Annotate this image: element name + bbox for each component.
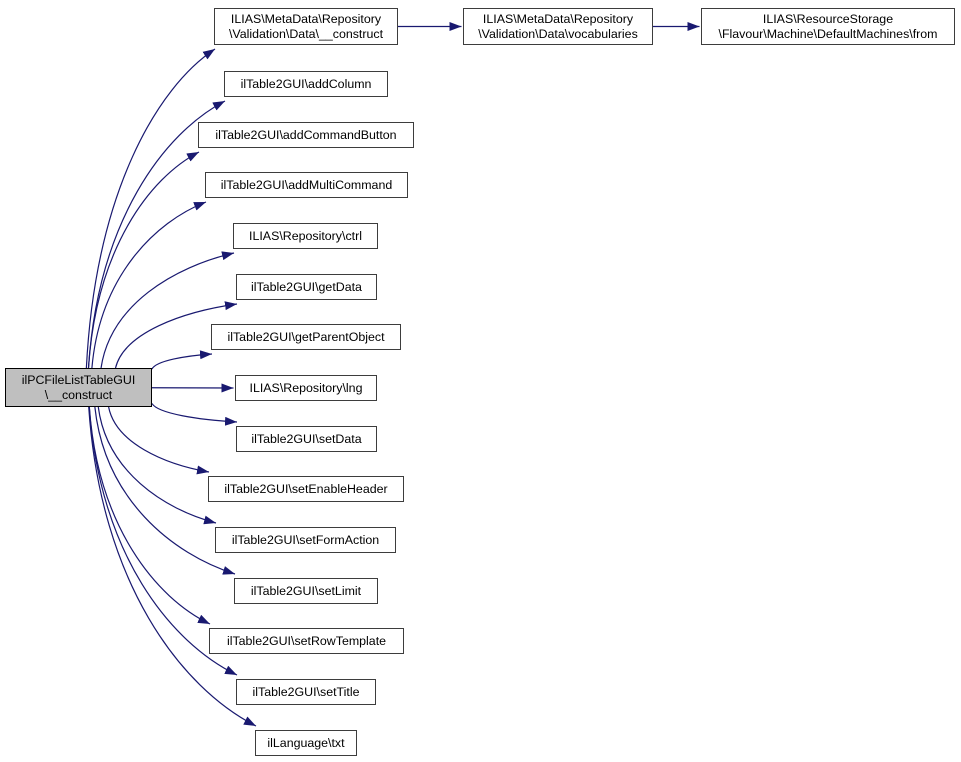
node-label-line: ilTable2GUI\setRowTemplate xyxy=(226,633,387,648)
graph-node-vocabularies[interactable]: ILIAS\MetaData\Repository\Validation\Dat… xyxy=(463,8,653,45)
graph-node-addcommandbutton[interactable]: ilTable2GUI\addCommandButton xyxy=(198,122,414,148)
graph-node-metadata-data-construct[interactable]: ILIAS\MetaData\Repository\Validation\Dat… xyxy=(214,8,398,45)
node-label-line: ilTable2GUI\setEnableHeader xyxy=(224,481,388,496)
graph-node-setlimit[interactable]: ilTable2GUI\setLimit xyxy=(234,578,378,604)
call-edge-ilpcfilelisttablegui-construct--setrowtemplate xyxy=(88,406,211,625)
graph-node-setdata[interactable]: ilTable2GUI\setData xyxy=(236,426,377,452)
graph-node-getdata[interactable]: ilTable2GUI\getData xyxy=(236,274,377,300)
graph-node-setformaction[interactable]: ilTable2GUI\setFormAction xyxy=(215,527,396,553)
call-edge-ilpcfilelisttablegui-construct--getparentobject xyxy=(151,350,213,370)
node-label-line: ilLanguage\txt xyxy=(267,735,345,750)
graph-node-defaultmachines-from[interactable]: ILIAS\ResourceStorage\Flavour\Machine\De… xyxy=(701,8,955,45)
call-edge-ilpcfilelisttablegui-construct--setformaction xyxy=(97,406,217,525)
node-label-line: ilTable2GUI\setData xyxy=(251,431,362,446)
call-edge-ilpcfilelisttablegui-construct--setdata xyxy=(151,403,238,426)
node-label-line: \__construct xyxy=(44,387,113,402)
node-label-line: ILIAS\MetaData\Repository xyxy=(230,11,382,26)
node-label-line: ilTable2GUI\setLimit xyxy=(250,583,362,598)
node-label-line: ilTable2GUI\setTitle xyxy=(252,684,360,699)
call-edge-ilpcfilelisttablegui-construct--addmulticommand xyxy=(91,201,207,369)
node-label-line: \Flavour\Machine\DefaultMachines\from xyxy=(718,26,938,41)
node-label-line: ilTable2GUI\addMultiCommand xyxy=(220,177,393,192)
node-label-line: ILIAS\Repository\ctrl xyxy=(249,228,362,243)
graph-node-ctrl[interactable]: ILIAS\Repository\ctrl xyxy=(233,223,378,249)
graph-node-setrowtemplate[interactable]: ilTable2GUI\setRowTemplate xyxy=(209,628,404,654)
node-label-line: ilTable2GUI\addCommandButton xyxy=(215,127,397,142)
call-edge-ilpcfilelisttablegui-construct--addcommandbutton xyxy=(87,151,200,369)
graph-node-addcolumn[interactable]: ilTable2GUI\addColumn xyxy=(224,71,388,97)
call-edge-ilpcfilelisttablegui-construct--setenableheader xyxy=(108,406,210,475)
graph-node-settitle[interactable]: ilTable2GUI\setTitle xyxy=(236,679,376,705)
call-edge-ilpcfilelisttablegui-construct--settitle xyxy=(88,406,238,676)
node-label-line: ilTable2GUI\addColumn xyxy=(240,76,372,91)
graph-node-lng[interactable]: ILIAS\Repository\lng xyxy=(235,375,377,401)
graph-node-setenableheader[interactable]: ilTable2GUI\setEnableHeader xyxy=(208,476,404,502)
call-edge-ilpcfilelisttablegui-construct--txt xyxy=(88,406,257,727)
node-label-line: ilPCFileListTableGUI xyxy=(21,372,136,387)
call-edge-ilpcfilelisttablegui-construct--setlimit xyxy=(94,406,236,575)
node-label-line: ILIAS\MetaData\Repository xyxy=(482,11,634,26)
graph-node-addmulticommand[interactable]: ilTable2GUI\addMultiCommand xyxy=(205,172,408,198)
node-label-line: ilTable2GUI\getParentObject xyxy=(227,329,385,344)
node-label-line: ilTable2GUI\getData xyxy=(251,279,362,294)
node-label-line: ILIAS\ResourceStorage xyxy=(762,11,894,26)
call-edge-ilpcfilelisttablegui-construct--ctrl xyxy=(100,251,235,369)
call-edge-ilpcfilelisttablegui-construct--metadata-data-construct xyxy=(85,48,216,369)
graph-node-ilpcfilelisttablegui-construct: ilPCFileListTableGUI\__construct xyxy=(5,368,152,407)
node-label-line: \Validation\Data\__construct xyxy=(228,26,384,41)
graph-node-getparentobject[interactable]: ilTable2GUI\getParentObject xyxy=(211,324,401,350)
node-label-line: ilTable2GUI\setFormAction xyxy=(231,532,380,547)
graph-node-txt[interactable]: ilLanguage\txt xyxy=(255,730,357,756)
node-label-line: \Validation\Data\vocabularies xyxy=(478,26,638,41)
node-label-line: ILIAS\Repository\lng xyxy=(249,380,363,395)
call-edge-ilpcfilelisttablegui-construct--getdata xyxy=(114,301,238,369)
